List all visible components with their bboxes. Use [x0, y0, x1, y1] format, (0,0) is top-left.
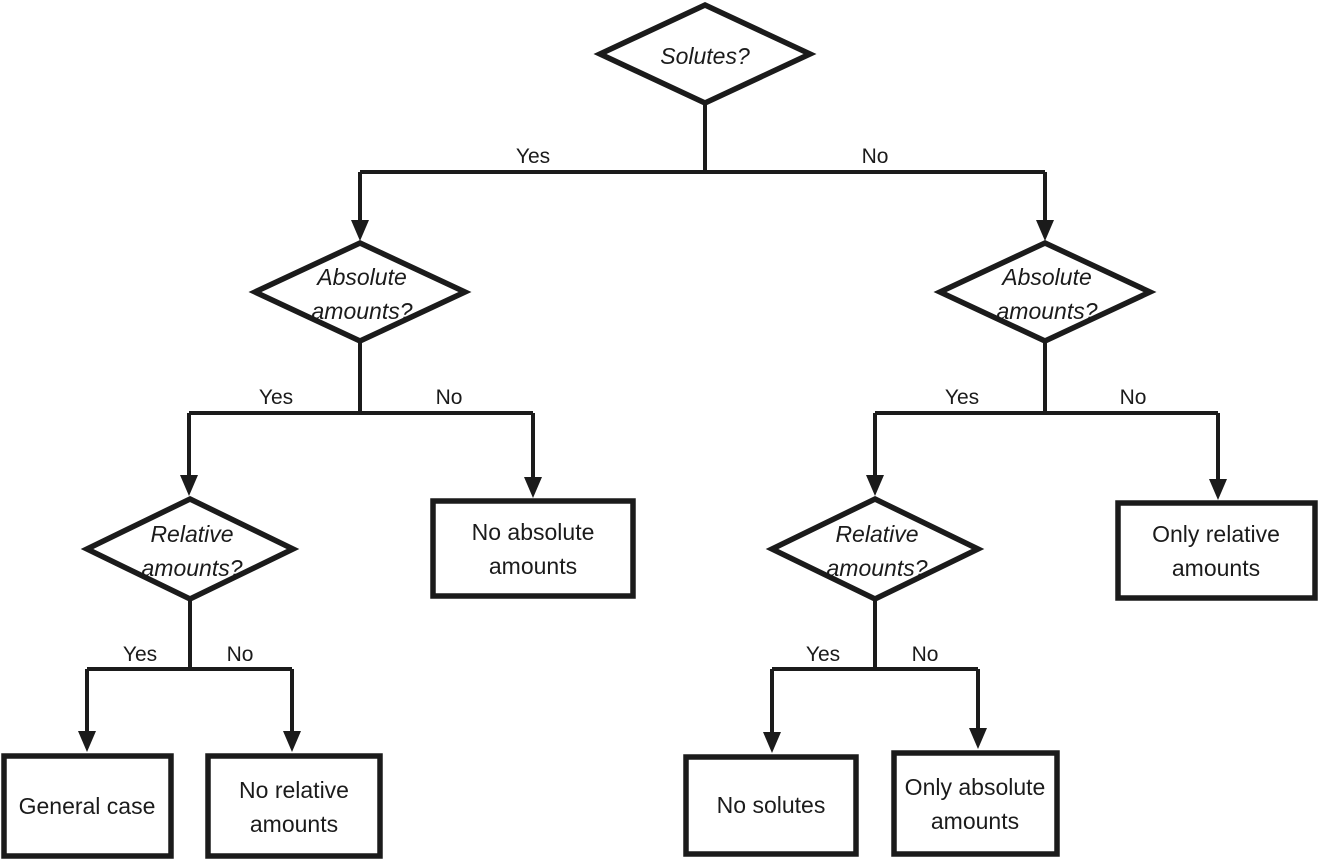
label-line: No relative — [239, 777, 349, 803]
arrowhead — [1209, 479, 1227, 500]
edge-label-abs-right-no: No — [1119, 386, 1147, 409]
arrowhead — [763, 732, 781, 753]
label-only-relative-amounts: Only relative amounts — [1152, 517, 1280, 585]
connector-level3-left — [85, 601, 294, 736]
diamond-relative-left — [80, 495, 300, 603]
connector-level2-left — [187, 342, 535, 481]
edge-label-root-yes: Yes — [515, 145, 551, 168]
diamond-solutes — [593, 1, 817, 107]
label-line: Only relative — [1152, 521, 1280, 547]
edge-label-root-no: No — [861, 145, 889, 168]
label-line: No solutes — [716, 792, 826, 818]
connector-lines — [85, 104, 1220, 737]
box-only-absolute-amounts — [891, 750, 1060, 857]
edge-label-rel-left-no: No — [226, 643, 254, 666]
arrowheads — [78, 220, 1227, 753]
edge-label-rel-left-yes: Yes — [122, 643, 158, 666]
label-only-absolute-amounts: Only absolute amounts — [905, 770, 1046, 838]
label-line: amounts — [1171, 555, 1261, 581]
label-no-relative-amounts: No relative amounts — [239, 773, 349, 841]
label-absolute-right: Absolute amounts? — [996, 260, 1097, 328]
arrowhead — [351, 220, 369, 241]
arrowhead — [78, 731, 96, 752]
diamond-absolute-right — [933, 239, 1157, 345]
label-line: No absolute — [471, 519, 595, 545]
label-general-case: General case — [19, 789, 156, 823]
label-line: amounts — [930, 808, 1020, 834]
label-line: Relative — [835, 521, 919, 547]
label-line: General case — [18, 793, 156, 819]
connector-level2-right — [873, 342, 1220, 483]
arrowhead — [866, 475, 884, 496]
arrowhead — [180, 475, 198, 496]
label-line: Only absolute — [904, 774, 1046, 800]
label-line: Absolute — [1002, 264, 1092, 290]
edge-label-rel-right-yes: Yes — [805, 643, 841, 666]
diamond-absolute-left — [248, 239, 472, 345]
arrowhead — [969, 728, 987, 749]
label-line: amounts — [488, 553, 578, 579]
label-line: amounts — [249, 811, 339, 837]
connector-level1 — [358, 104, 1047, 224]
diamond-relative-right — [765, 495, 985, 603]
box-no-solutes — [683, 754, 859, 857]
edge-label-abs-right-yes: Yes — [944, 386, 980, 409]
label-line: Absolute — [317, 264, 407, 290]
label-line: Relative — [150, 521, 234, 547]
label-line: amounts? — [996, 298, 1098, 324]
edge-label-rel-right-no: No — [911, 643, 939, 666]
label-relative-left: Relative amounts? — [141, 517, 242, 585]
label-no-solutes: No solutes — [717, 788, 826, 822]
box-general-case — [1, 753, 174, 859]
edge-label-abs-left-no: No — [435, 386, 463, 409]
label-no-absolute-amounts: No absolute amounts — [472, 515, 595, 583]
arrowhead — [283, 731, 301, 752]
edge-label-abs-left-yes: Yes — [258, 386, 294, 409]
label-line: amounts? — [141, 555, 243, 581]
arrowhead — [1036, 220, 1054, 241]
box-no-relative-amounts — [205, 753, 383, 859]
arrowhead — [524, 477, 542, 498]
connector-level3-right — [770, 601, 980, 737]
label-relative-right: Relative amounts? — [826, 517, 927, 585]
label-solutes: Solutes? — [660, 39, 750, 73]
label-absolute-left: Absolute amounts? — [311, 260, 412, 328]
box-no-absolute-amounts — [430, 498, 636, 599]
label-line: amounts? — [311, 298, 413, 324]
box-only-relative-amounts — [1115, 500, 1318, 601]
label-line: amounts? — [826, 555, 928, 581]
label-line: Solutes? — [660, 43, 750, 69]
